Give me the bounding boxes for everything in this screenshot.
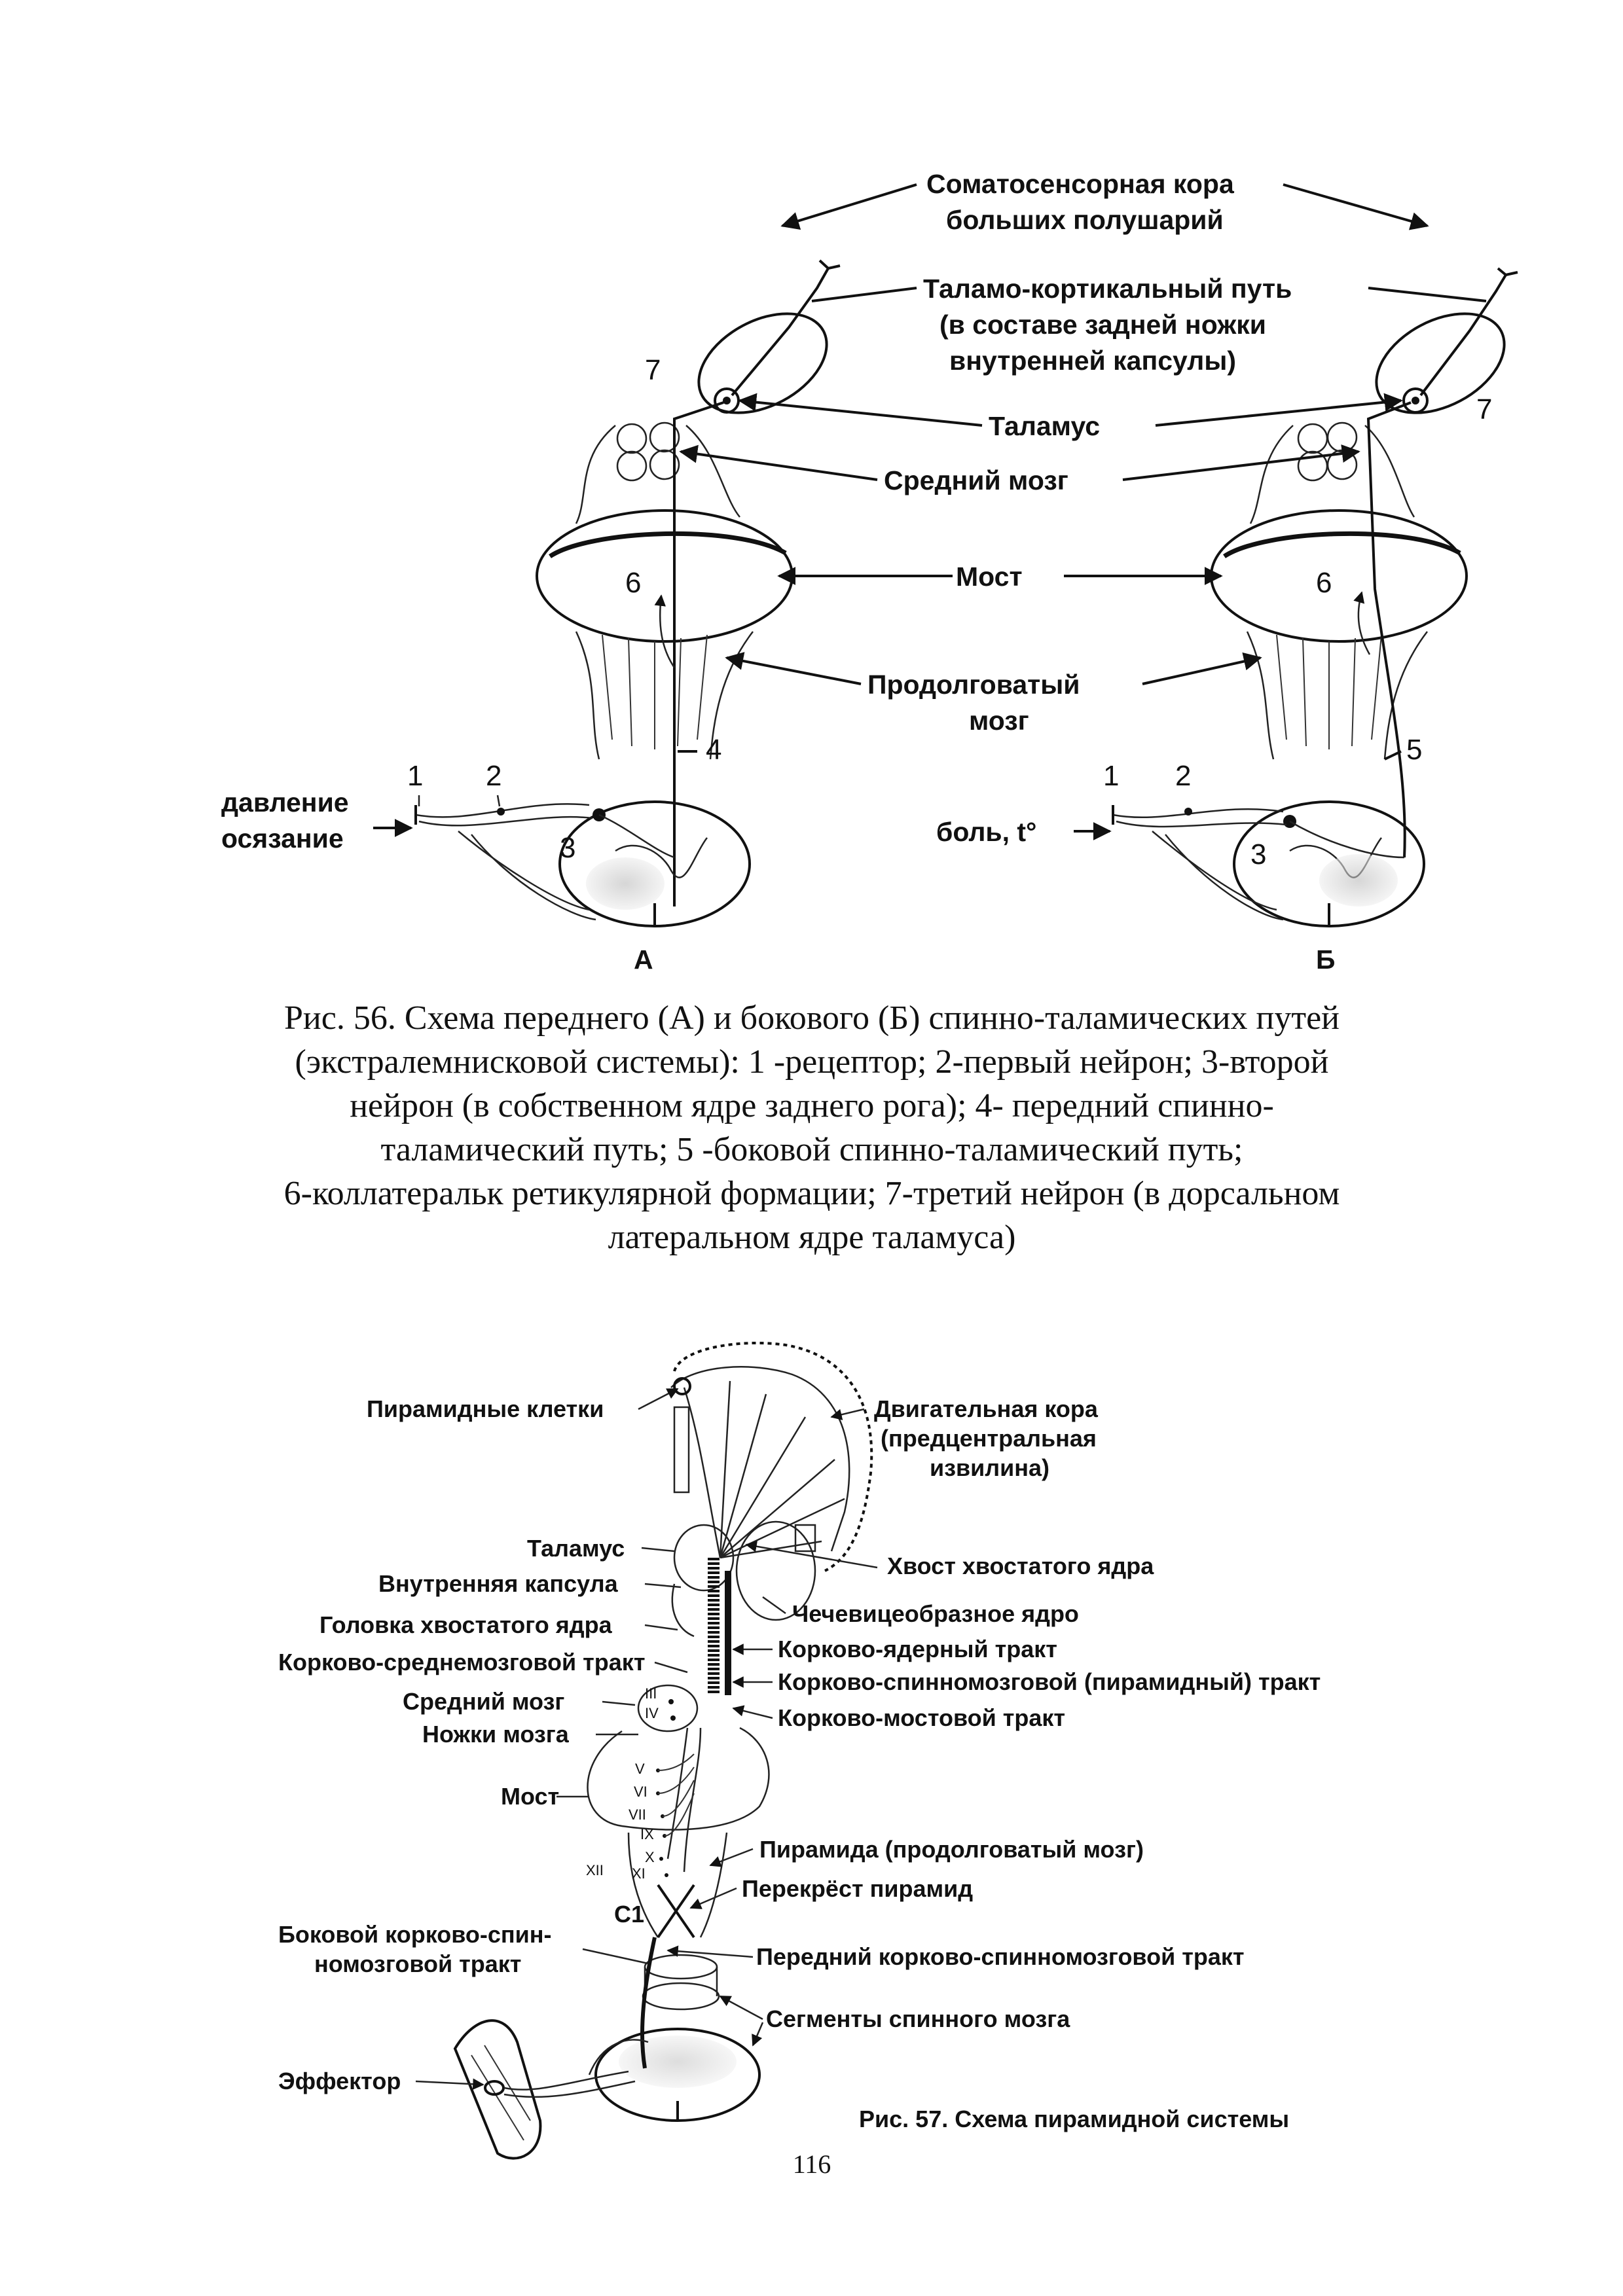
number-2-a: 2 (486, 760, 501, 792)
nerve-label-c1: C1 (614, 1901, 644, 1928)
label-midbrain-56: Средний мозг (884, 465, 1068, 495)
label-internal-capsule: Внутренняя капсула (378, 1570, 619, 1597)
number-4: 4 (706, 734, 721, 766)
label-decussation: Перекрёст пирамид (742, 1875, 973, 1902)
label-lateral-tract-line2: номозговой тракт (314, 1950, 521, 1977)
label-effector: Эффектор (278, 2068, 401, 2094)
label-thalamocortical-line1: Таламо-кортикальный путь (923, 274, 1292, 304)
nerve-label-ix: IX (640, 1826, 654, 1842)
label-pyramidal-cells: Пирамидные клетки (367, 1395, 604, 1422)
panel-b-diagram (1112, 267, 1518, 927)
label-caudate-head: Головка хвостатого ядра (319, 1611, 613, 1638)
figure-57: Пирамидные клетки Двигательная кора (пре… (278, 1341, 1321, 2160)
number-7-b: 7 (1476, 393, 1492, 425)
nerve-label-v: V (635, 1761, 645, 1777)
label-thalamocortical-line3: внутренней капсулы) (949, 346, 1236, 376)
label-thalamus-56: Таламус (989, 411, 1100, 441)
number-7-a: 7 (645, 354, 661, 386)
number-6-b: 6 (1316, 567, 1332, 599)
label-lateral-tract-line1: Боковой корково-спин- (278, 1921, 552, 1948)
label-lentiform-nucleus: Чечевицеобразное ядро (792, 1600, 1079, 1627)
number-1-a: 1 (407, 760, 423, 792)
label-panel-b: Б (1316, 944, 1335, 975)
nerve-label-vii: VII (629, 1806, 646, 1823)
pyramidal-diagram (453, 1341, 873, 2160)
figure-56-caption-line1: Рис. 56. Схема переднего (А) и бокового … (284, 999, 1340, 1037)
figure-57-caption: Рис. 57. Схема пирамидной системы (859, 2106, 1289, 2132)
label-cortex-line2: больших полушарий (946, 205, 1224, 235)
nerve-label-xii: XII (586, 1862, 604, 1878)
label-medulla-line2: мозг (969, 706, 1029, 736)
label-caudate-tail: Хвост хвостатого ядра (887, 1552, 1154, 1579)
label-motor-cortex-line3: извилина) (930, 1454, 1049, 1481)
label-corticomesencephalic-tract: Корково-среднемозговой тракт (278, 1649, 645, 1676)
label-corticopontine-tract: Корково-мостовой тракт (778, 1704, 1065, 1731)
label-thalamocortical-line2: (в составе задней ножки (939, 310, 1266, 340)
label-pressure: давление (221, 787, 349, 817)
page-number: 116 (793, 2149, 831, 2179)
label-pons-56: Мост (956, 562, 1023, 592)
pons-a (536, 509, 793, 643)
nerve-label-iv: IV (645, 1705, 659, 1721)
label-pain-temperature: боль, t° (936, 817, 1036, 847)
number-1-b: 1 (1103, 760, 1119, 792)
figure-56-caption-line5: 6-коллатеральк ретикулярной формации; 7-… (284, 1175, 1340, 1212)
thalamus-ellipse-a (697, 312, 828, 414)
label-cerebral-peduncles: Ножки мозга (422, 1721, 570, 1748)
figure-56-caption-line2: (экстралемнисковой системы): 1 -рецептор… (295, 1043, 1329, 1081)
figure-56-caption-line4: таламический путь; 5 -боковой спинно-тал… (381, 1131, 1243, 1168)
nerve-label-x: X (645, 1849, 655, 1865)
thalamus-ellipse-b (1375, 312, 1506, 414)
label-pyramid: Пирамида (продолговатый мозг) (759, 1836, 1144, 1863)
number-2-b: 2 (1175, 760, 1191, 792)
figure-57-leaders (415, 1388, 878, 2090)
label-corticonuclear-tract: Корково-ядерный тракт (778, 1636, 1057, 1662)
figure-56: Соматосенсорная кора больших полушарий Т… (221, 169, 1518, 1256)
panel-a-diagram (414, 259, 841, 927)
label-motor-cortex-line2: (предцентральная (881, 1425, 1097, 1452)
label-midbrain-57: Средний мозг (403, 1688, 564, 1715)
figure-56-caption-line6: латеральном ядре таламуса) (608, 1219, 1016, 1256)
label-touch: осязание (221, 823, 344, 853)
number-3-a: 3 (560, 832, 575, 864)
label-cortex-line1: Соматосенсорная кора (926, 169, 1235, 199)
label-anterior-tract: Передний корково-спинномозговой тракт (756, 1943, 1245, 1970)
label-medulla-line1: Продолговатый (867, 670, 1080, 700)
midbrain-circle (616, 423, 647, 454)
pons-b (1210, 509, 1468, 643)
figure-56-leaders (373, 183, 1487, 840)
label-corticospinal-tract: Корково-спинномозговой (пирамидный) трак… (778, 1668, 1321, 1695)
thalamic-neuron-b (1402, 387, 1429, 414)
nerve-label-vi: VI (634, 1784, 647, 1800)
label-panel-a: А (634, 944, 653, 975)
label-motor-cortex-line1: Двигательная кора (874, 1395, 1099, 1422)
label-pons-57: Мост (501, 1783, 559, 1810)
label-spinal-segments: Сегменты спинного мозга (766, 2005, 1070, 2032)
label-thalamus-57: Таламус (527, 1535, 625, 1562)
figure-56-caption-line3: нейрон (в собственном ядре заднего рога)… (350, 1087, 1274, 1124)
number-6-a: 6 (625, 567, 641, 599)
number-3-b: 3 (1250, 838, 1266, 870)
number-5: 5 (1406, 734, 1422, 766)
nerve-label-iii: III (645, 1685, 657, 1702)
nerve-label-xi: XI (632, 1865, 646, 1882)
